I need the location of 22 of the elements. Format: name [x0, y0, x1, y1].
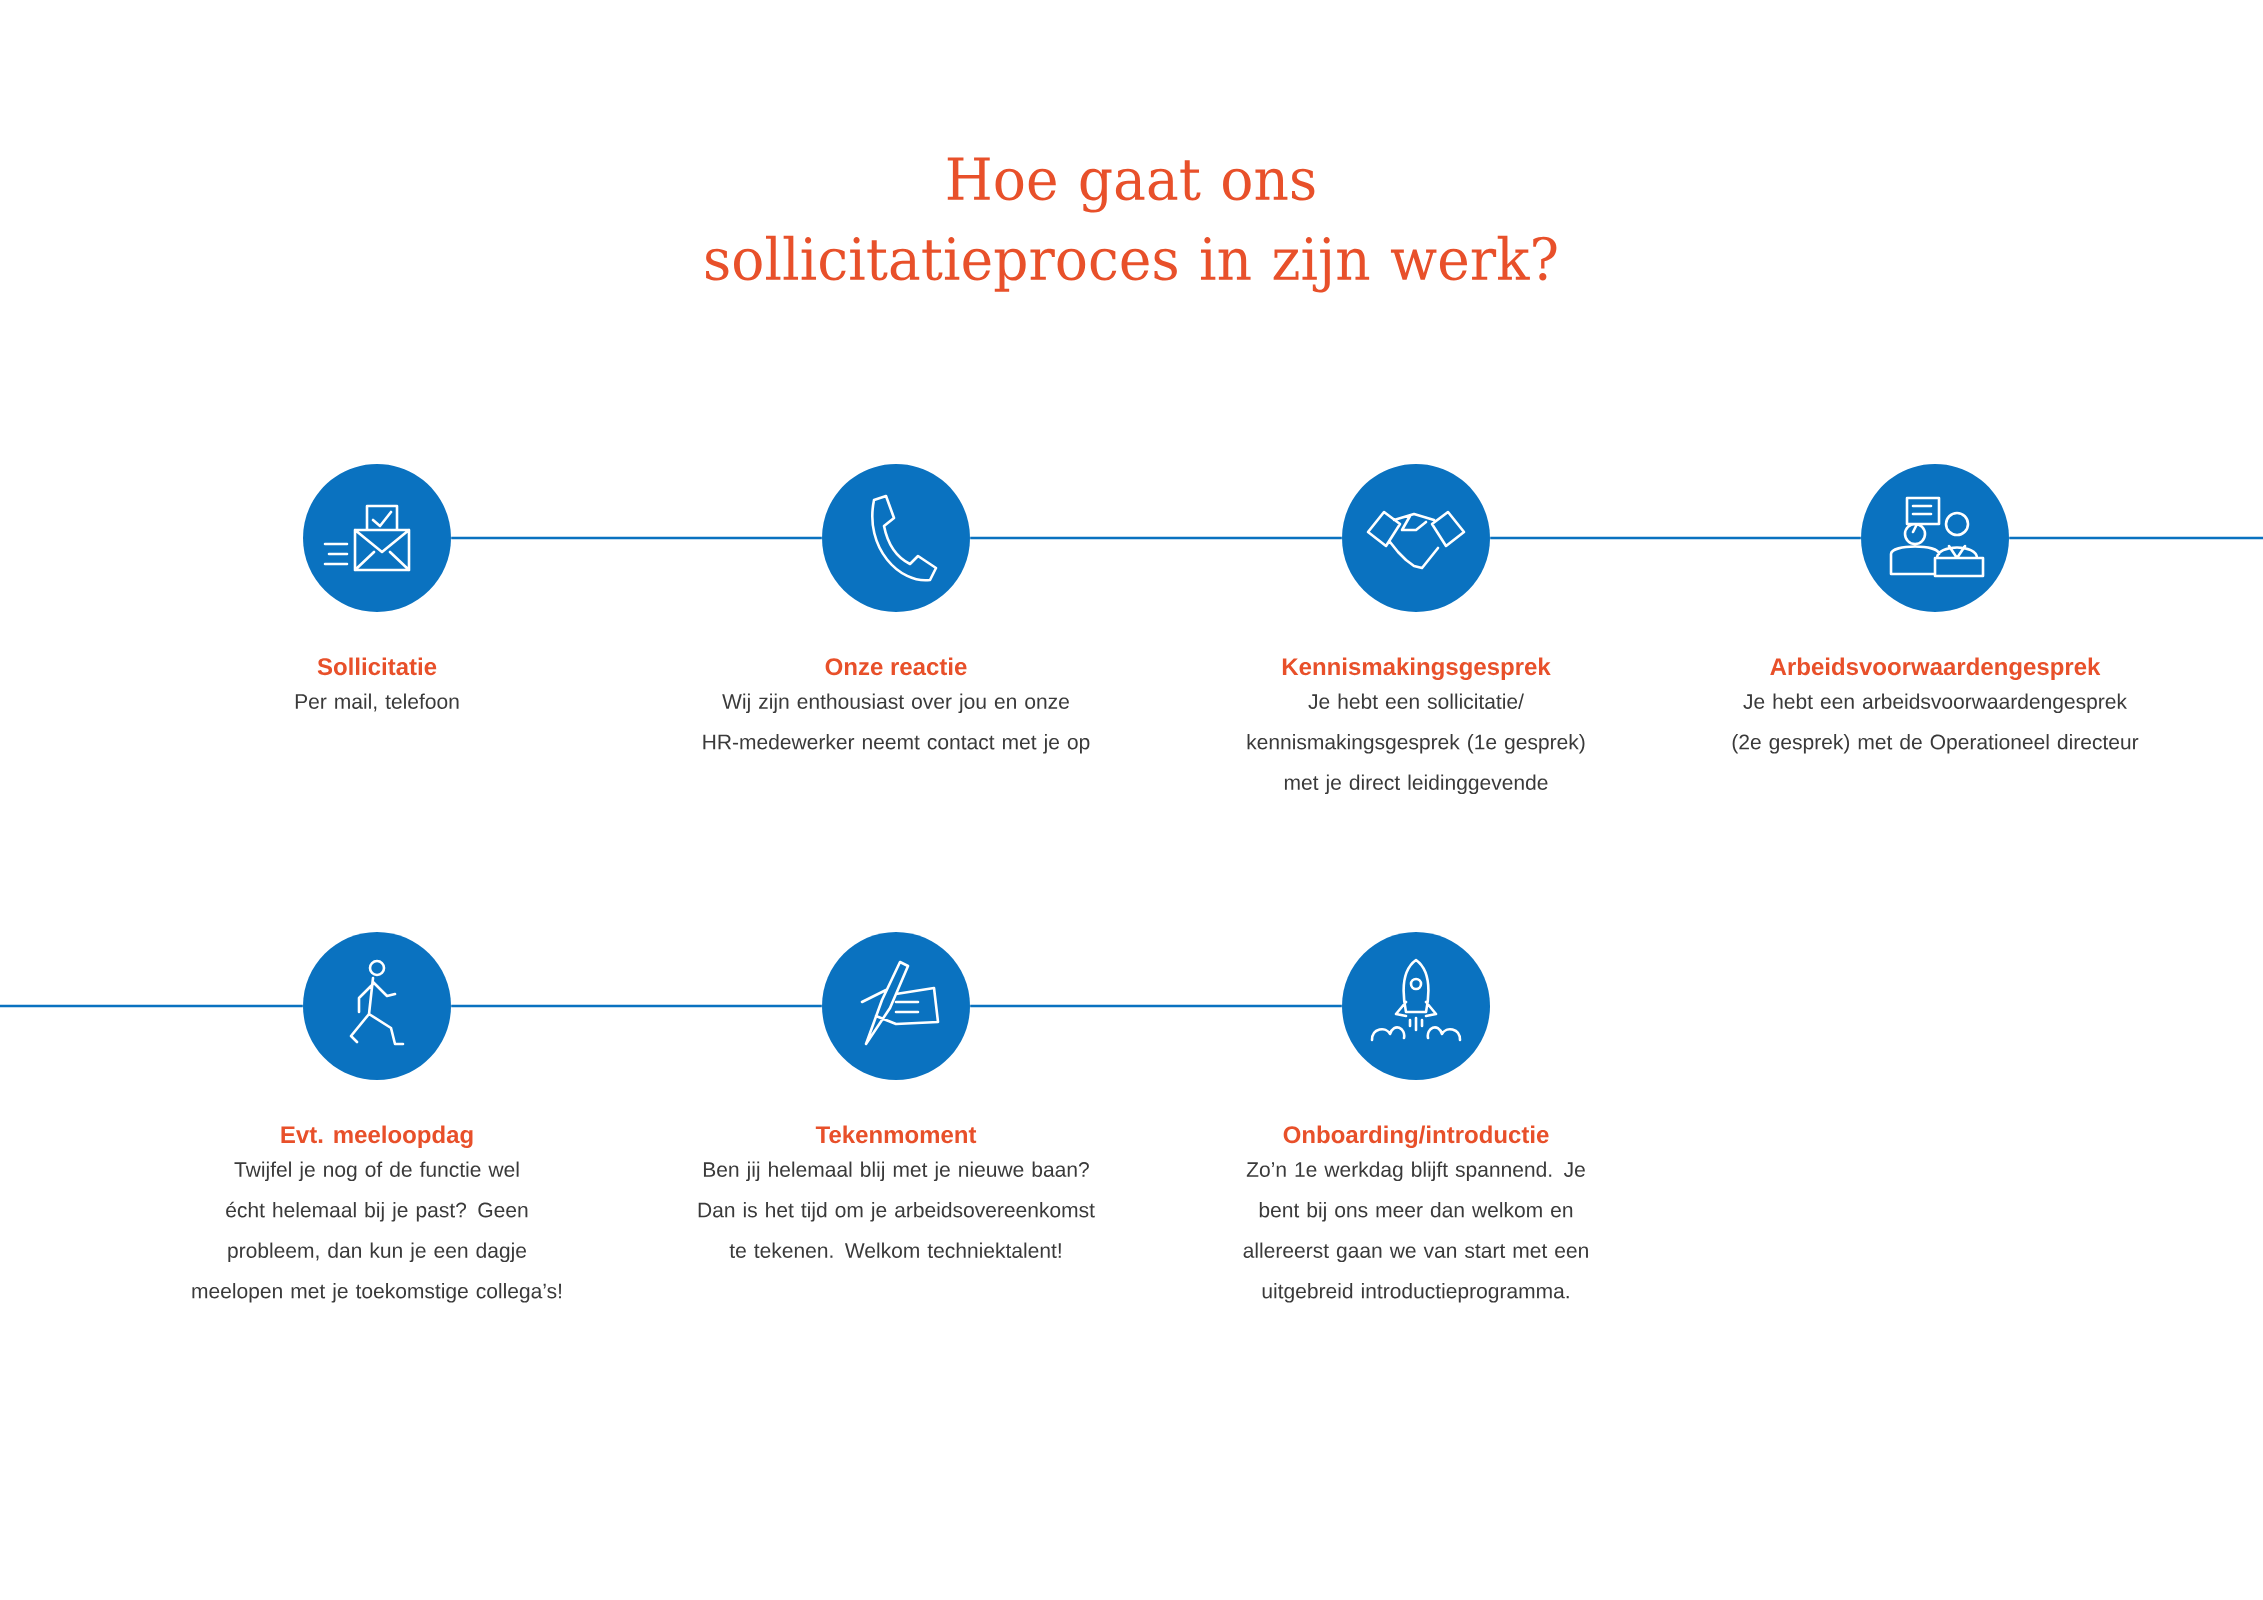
connector-line [451, 1004, 822, 1008]
step-description: Wij zijn enthousiast over jou en onze HR-medewerker neemt contact met je op [703, 693, 1090, 754]
title: Hoe gaat ons sollicitatieproces in zijn werk? [706, 157, 1557, 293]
step-heading: Onze reactie [825, 657, 967, 676]
step-heading: Kennismakingsgesprek [1282, 657, 1551, 680]
step-heading: Tekenmoment [815, 1125, 977, 1144]
connector-line [970, 536, 1342, 540]
step-heading: Arbeidsvoorwaardengesprek [1770, 657, 2101, 680]
step-description: Je hebt een sollicitatie/ kennismakingsgesprek (1e gesprek) met je direct leidinggevende [1247, 693, 1585, 795]
step-heading: Sollicitatie [317, 657, 437, 676]
step-heading: Onboarding/introductie [1283, 1125, 1549, 1148]
step-description: Per mail, telefoon [295, 693, 459, 712]
step-description: Twijfel je nog of de functie wel écht helemaal bij je past? Geen probleem, dan kun je een dagje meelopen met je toekomstige collega’s! [192, 1161, 562, 1303]
connector-line [1490, 536, 1861, 540]
step-heading: Evt. meeloopdag [281, 1125, 473, 1148]
step-description: Ben jij helemaal blij met je nieuwe baan? Dan is het tijd om je arbeidsovereenkomst te tekenen. Welkom techniektalent! [698, 1161, 1095, 1258]
connector-line [970, 1004, 1342, 1008]
connector-line [2009, 536, 2263, 540]
step-description: Zo’n 1e werkdag blijft spannend. Je bent bij ons meer dan welkom en allereerst gaan we van start met een uitgebreid introductieprogramma. [1243, 1161, 1588, 1303]
step-description: Je hebt een arbeidsvoorwaardengesprek (2e gesprek) met de Operationeel directeur [1732, 693, 2139, 754]
connector-line [451, 536, 822, 540]
connector-line [0, 1004, 303, 1008]
